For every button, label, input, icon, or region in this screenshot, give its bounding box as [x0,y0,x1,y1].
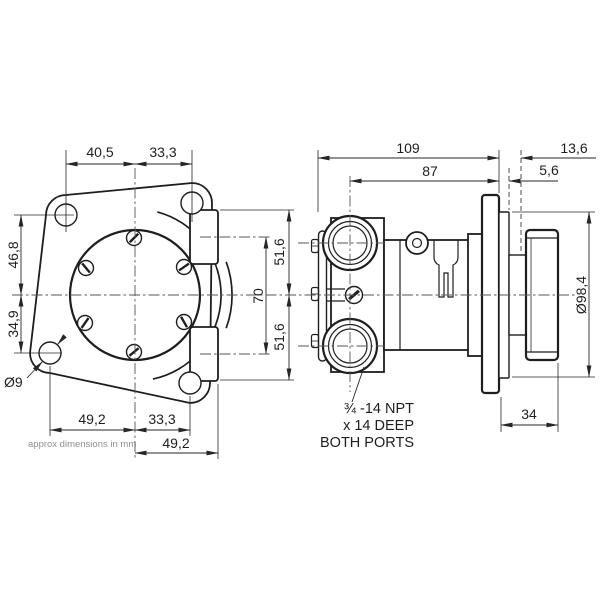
units-note: approx dimensions in mm [28,439,136,450]
port-note-line1: ¾ -14 NPT [344,401,414,417]
dim-top-left: 40,5 [86,144,113,160]
dim-bottom-right: 33,3 [148,411,175,427]
ear-hole [411,237,423,249]
dim-hole-diameter: Ø9 [4,374,23,390]
port-thread-note: ¾ -14 NPT x 14 DEEP BOTH PORTS [320,401,414,451]
bracket-profile [433,240,459,298]
side-flange [480,193,501,395]
pump-body-arc [152,211,222,380]
dim-bottom-left: 49,2 [78,411,105,427]
dim-bottom-overall: 49,2 [162,435,189,451]
dim-left-lower: 34,9 [5,310,21,337]
cover-screws [76,229,193,361]
port-note-line2: x 14 DEEP [343,418,414,434]
dim-body-length: 87 [422,163,438,179]
dim-top-right: 33,3 [149,144,176,160]
dim-overall-length: 109 [396,140,420,156]
dim-right-upper: 51,6 [271,238,287,265]
dim-left-upper: 46,8 [5,241,21,268]
clamp-tabs [310,238,320,349]
dim-spigot-depth: 5,6 [539,162,559,178]
dim-pulley-diameter: Ø98,4 [573,276,589,314]
mounting-ear [405,231,429,255]
dim-port-spacing: 70 [250,288,266,304]
dim-right-lower: 51,6 [271,323,287,350]
dim-pulley-width: 34 [521,406,537,422]
front-dimension-lines [18,161,292,456]
centerlines [12,168,575,460]
dim-hub-offset: 13,6 [560,140,587,156]
port-note-line3: BOTH PORTS [320,435,414,451]
side-dimension-lines [317,155,596,428]
